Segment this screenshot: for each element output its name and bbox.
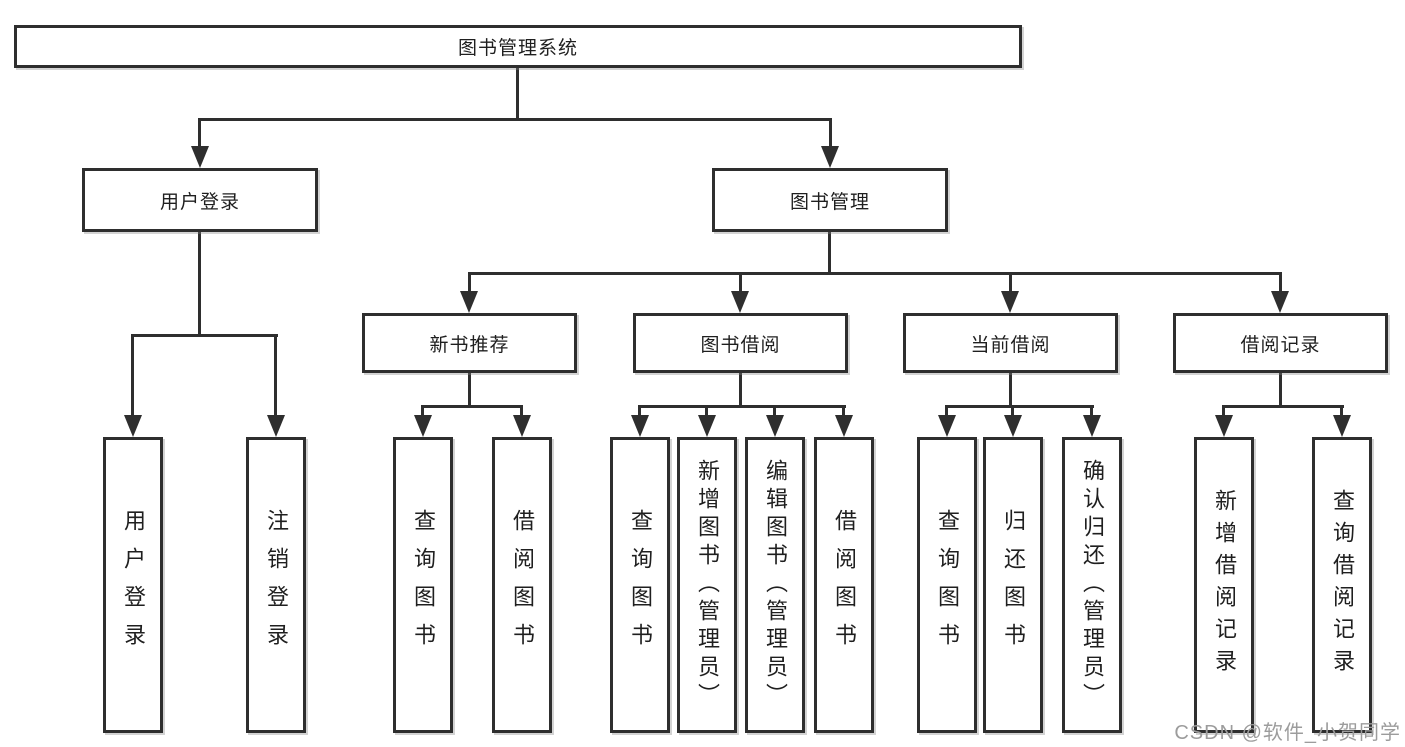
connector-line [198,118,201,148]
connector-line [638,405,846,408]
connector-line [829,118,832,148]
leaf-label: 注销登录 [264,509,289,661]
connector-line [131,334,134,418]
leaf-label: 查询图书 [935,509,960,661]
leaf-label: 查询借阅记录 [1330,489,1355,681]
leaf-label: 新增图书（管理员） [695,459,720,711]
leaf-br-query-record: 查询借阅记录 [1312,437,1372,733]
connector-line [520,405,523,418]
leaf-logout: 注销登录 [246,437,306,733]
connector-line [945,405,1094,408]
leaf-bb-query-books: 查询图书 [610,437,670,733]
node-root: 图书管理系统 [14,25,1022,68]
watermark: CSDN @软件_小贺同学 [1174,722,1401,744]
arrow-down-icon [835,415,853,437]
connector-line [131,334,278,337]
connector-line [638,405,641,418]
connector-line [1279,272,1282,294]
arrow-down-icon [460,291,478,313]
connector-line [828,230,831,272]
arrow-down-icon [267,415,285,437]
leaf-label: 确认归还（管理员） [1080,459,1105,711]
arrow-down-icon [414,415,432,437]
arrow-down-icon [698,415,716,437]
connector-line [468,272,471,294]
connector-line [1090,405,1093,418]
connector-line [421,405,424,418]
connector-line [739,272,742,294]
node-book-borrowing: 图书借阅 [633,313,848,373]
connector-line [705,405,708,418]
leaf-label: 编辑图书（管理员） [763,459,788,711]
arrow-down-icon [631,415,649,437]
connector-line [468,371,471,405]
arrow-down-icon [1271,291,1289,313]
node-book-management: 图书管理 [712,168,948,232]
connector-line [198,230,201,334]
leaf-bb-add-books-admin: 新增图书（管理员） [677,437,737,733]
connector-line [516,66,519,118]
connector-line [773,405,776,418]
connector-line [1009,272,1012,294]
arrow-down-icon [766,415,784,437]
arrow-down-icon [731,291,749,313]
connector-line [1222,405,1344,408]
connector-line [1340,405,1343,418]
leaf-cb-query-books: 查询图书 [917,437,977,733]
leaf-label: 借阅图书 [832,509,857,661]
connector-line [274,334,277,418]
leaf-cb-return-books: 归还图书 [983,437,1043,733]
leaf-label: 查询图书 [628,509,653,661]
arrow-down-icon [938,415,956,437]
arrow-down-icon [1083,415,1101,437]
connector-line [1279,371,1282,405]
node-new-book-recommend: 新书推荐 [362,313,577,373]
arrow-down-icon [1001,291,1019,313]
leaf-cb-confirm-return-admin: 确认归还（管理员） [1062,437,1122,733]
arrow-down-icon [124,415,142,437]
leaf-label: 借阅图书 [510,509,535,661]
leaf-nb-query-books: 查询图书 [393,437,453,733]
connector-line [945,405,948,418]
connector-line [1009,371,1012,405]
leaf-label: 归还图书 [1001,509,1026,661]
leaf-label: 查询图书 [411,509,436,661]
arrow-down-icon [821,146,839,168]
connector-line [842,405,845,418]
leaf-nb-borrow-books: 借阅图书 [492,437,552,733]
node-user-login: 用户登录 [82,168,318,232]
connector-line [1222,405,1225,418]
arrow-down-icon [513,415,531,437]
node-borrowing-records: 借阅记录 [1173,313,1388,373]
connector-line [421,405,523,408]
arrow-down-icon [1004,415,1022,437]
leaf-label: 新增借阅记录 [1212,489,1237,681]
leaf-label: 用户登录 [121,509,146,661]
connector-line [198,118,832,121]
connector-line [468,272,1282,275]
connector-line [739,371,742,405]
connector-line [1011,405,1014,418]
arrow-down-icon [1215,415,1233,437]
arrow-down-icon [1333,415,1351,437]
node-current-borrowing: 当前借阅 [903,313,1118,373]
leaf-bb-edit-books-admin: 编辑图书（管理员） [745,437,805,733]
leaf-user-login: 用户登录 [103,437,163,733]
leaf-bb-borrow-books: 借阅图书 [814,437,874,733]
leaf-br-add-record: 新增借阅记录 [1194,437,1254,733]
arrow-down-icon [191,146,209,168]
